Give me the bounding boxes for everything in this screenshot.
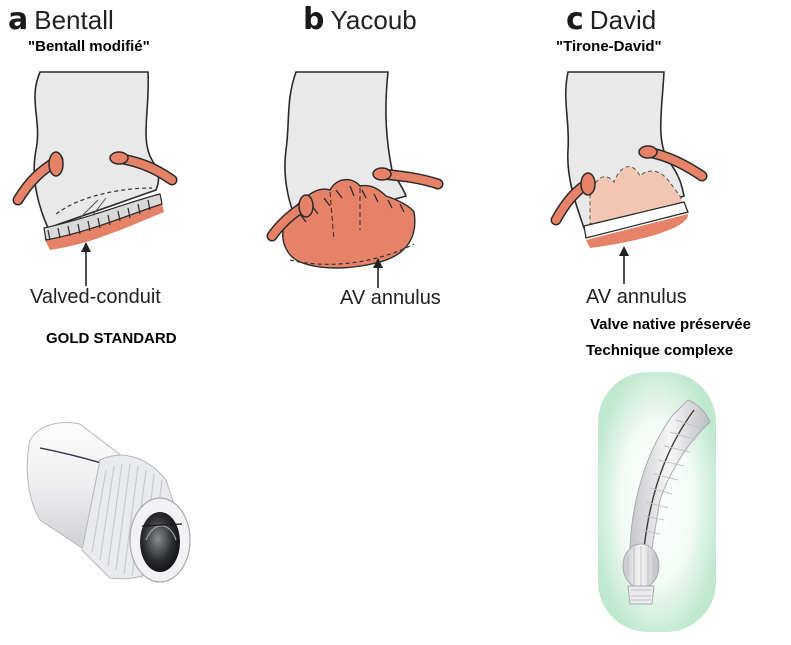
panel-b-letter: b xyxy=(303,2,325,37)
panel-c-name: David xyxy=(589,5,657,35)
panel-c-subtitle: "Tirone-David" xyxy=(556,38,662,55)
panel-a-letter: a xyxy=(8,2,29,37)
david-annulus xyxy=(586,214,689,248)
panel-a-name: Bentall xyxy=(34,5,114,35)
panel-c-letter: c xyxy=(566,2,584,37)
panel-b-callout: AV annulus xyxy=(340,287,441,309)
yacoub-sinus-tissue xyxy=(282,179,416,269)
bentall-annulus xyxy=(44,204,164,250)
panel-c-note-2: Technique complexe xyxy=(586,342,734,359)
panel-a-subtitle: "Bentall modifié" xyxy=(28,38,150,55)
panel-c-heading: c David xyxy=(566,2,656,37)
mechanical-valve-icon xyxy=(140,512,180,572)
panel-a-heading: a Bentall xyxy=(8,2,114,37)
yacoub-aorta xyxy=(284,71,408,227)
panel-a-callout: Valved-conduit xyxy=(30,286,161,308)
panel-c-note-1: Valve native préservée xyxy=(590,316,751,333)
panel-a-note: GOLD STANDARD xyxy=(46,330,177,347)
david-graft-ring xyxy=(583,201,689,239)
panel-b-heading: b Yacoub xyxy=(303,2,417,37)
panel-b-name: Yacoub xyxy=(330,5,417,35)
bentall-sewing-ring xyxy=(43,193,163,241)
panel-c-callout: AV annulus xyxy=(586,286,687,308)
